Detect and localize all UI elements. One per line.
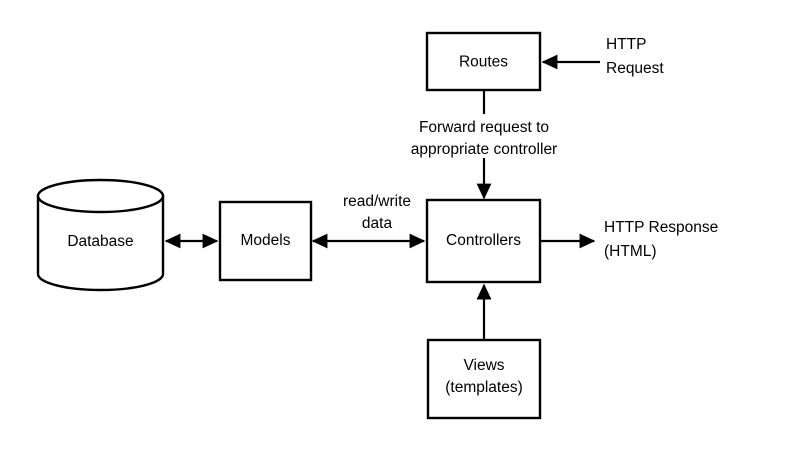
database-label: Database [67,233,133,250]
node-views[interactable]: Views (templates) [426,338,542,420]
read-write-line1: read/write [343,193,411,210]
routes-label: Routes [459,54,508,71]
models-label: Models [241,232,291,249]
http-request-line1: HTTP [606,36,646,53]
node-routes[interactable]: Routes [425,31,542,92]
node-controllers[interactable]: Controllers [425,198,542,284]
http-response-line1: HTTP Response [604,219,718,236]
models-box[interactable] [218,200,313,282]
database-cylinder-body[interactable] [36,194,165,292]
database-cylinder-top [36,178,165,214]
node-database[interactable]: Database [36,178,165,292]
views-label-line2: (templates) [445,379,523,396]
views-label-line1: Views [463,357,504,374]
forward-request-label-bg [390,114,585,158]
controllers-label: Controllers [446,232,521,249]
controllers-box[interactable] [425,198,542,284]
http-request-line2: Request [606,60,664,77]
label-forward-request: Forward request to appropriate controlle… [390,114,585,158]
routes-box[interactable] [425,31,542,92]
label-read-write-data: read/write data [343,193,411,232]
views-box[interactable] [426,338,542,420]
node-models[interactable]: Models [218,200,313,282]
forward-request-line1: Forward request to [419,119,549,136]
http-response-line2: (HTML) [604,243,657,260]
read-write-line2: data [362,215,393,232]
forward-request-line2: appropriate controller [411,141,557,158]
label-http-request: HTTP Request [606,36,664,77]
label-http-response: HTTP Response (HTML) [604,219,718,260]
